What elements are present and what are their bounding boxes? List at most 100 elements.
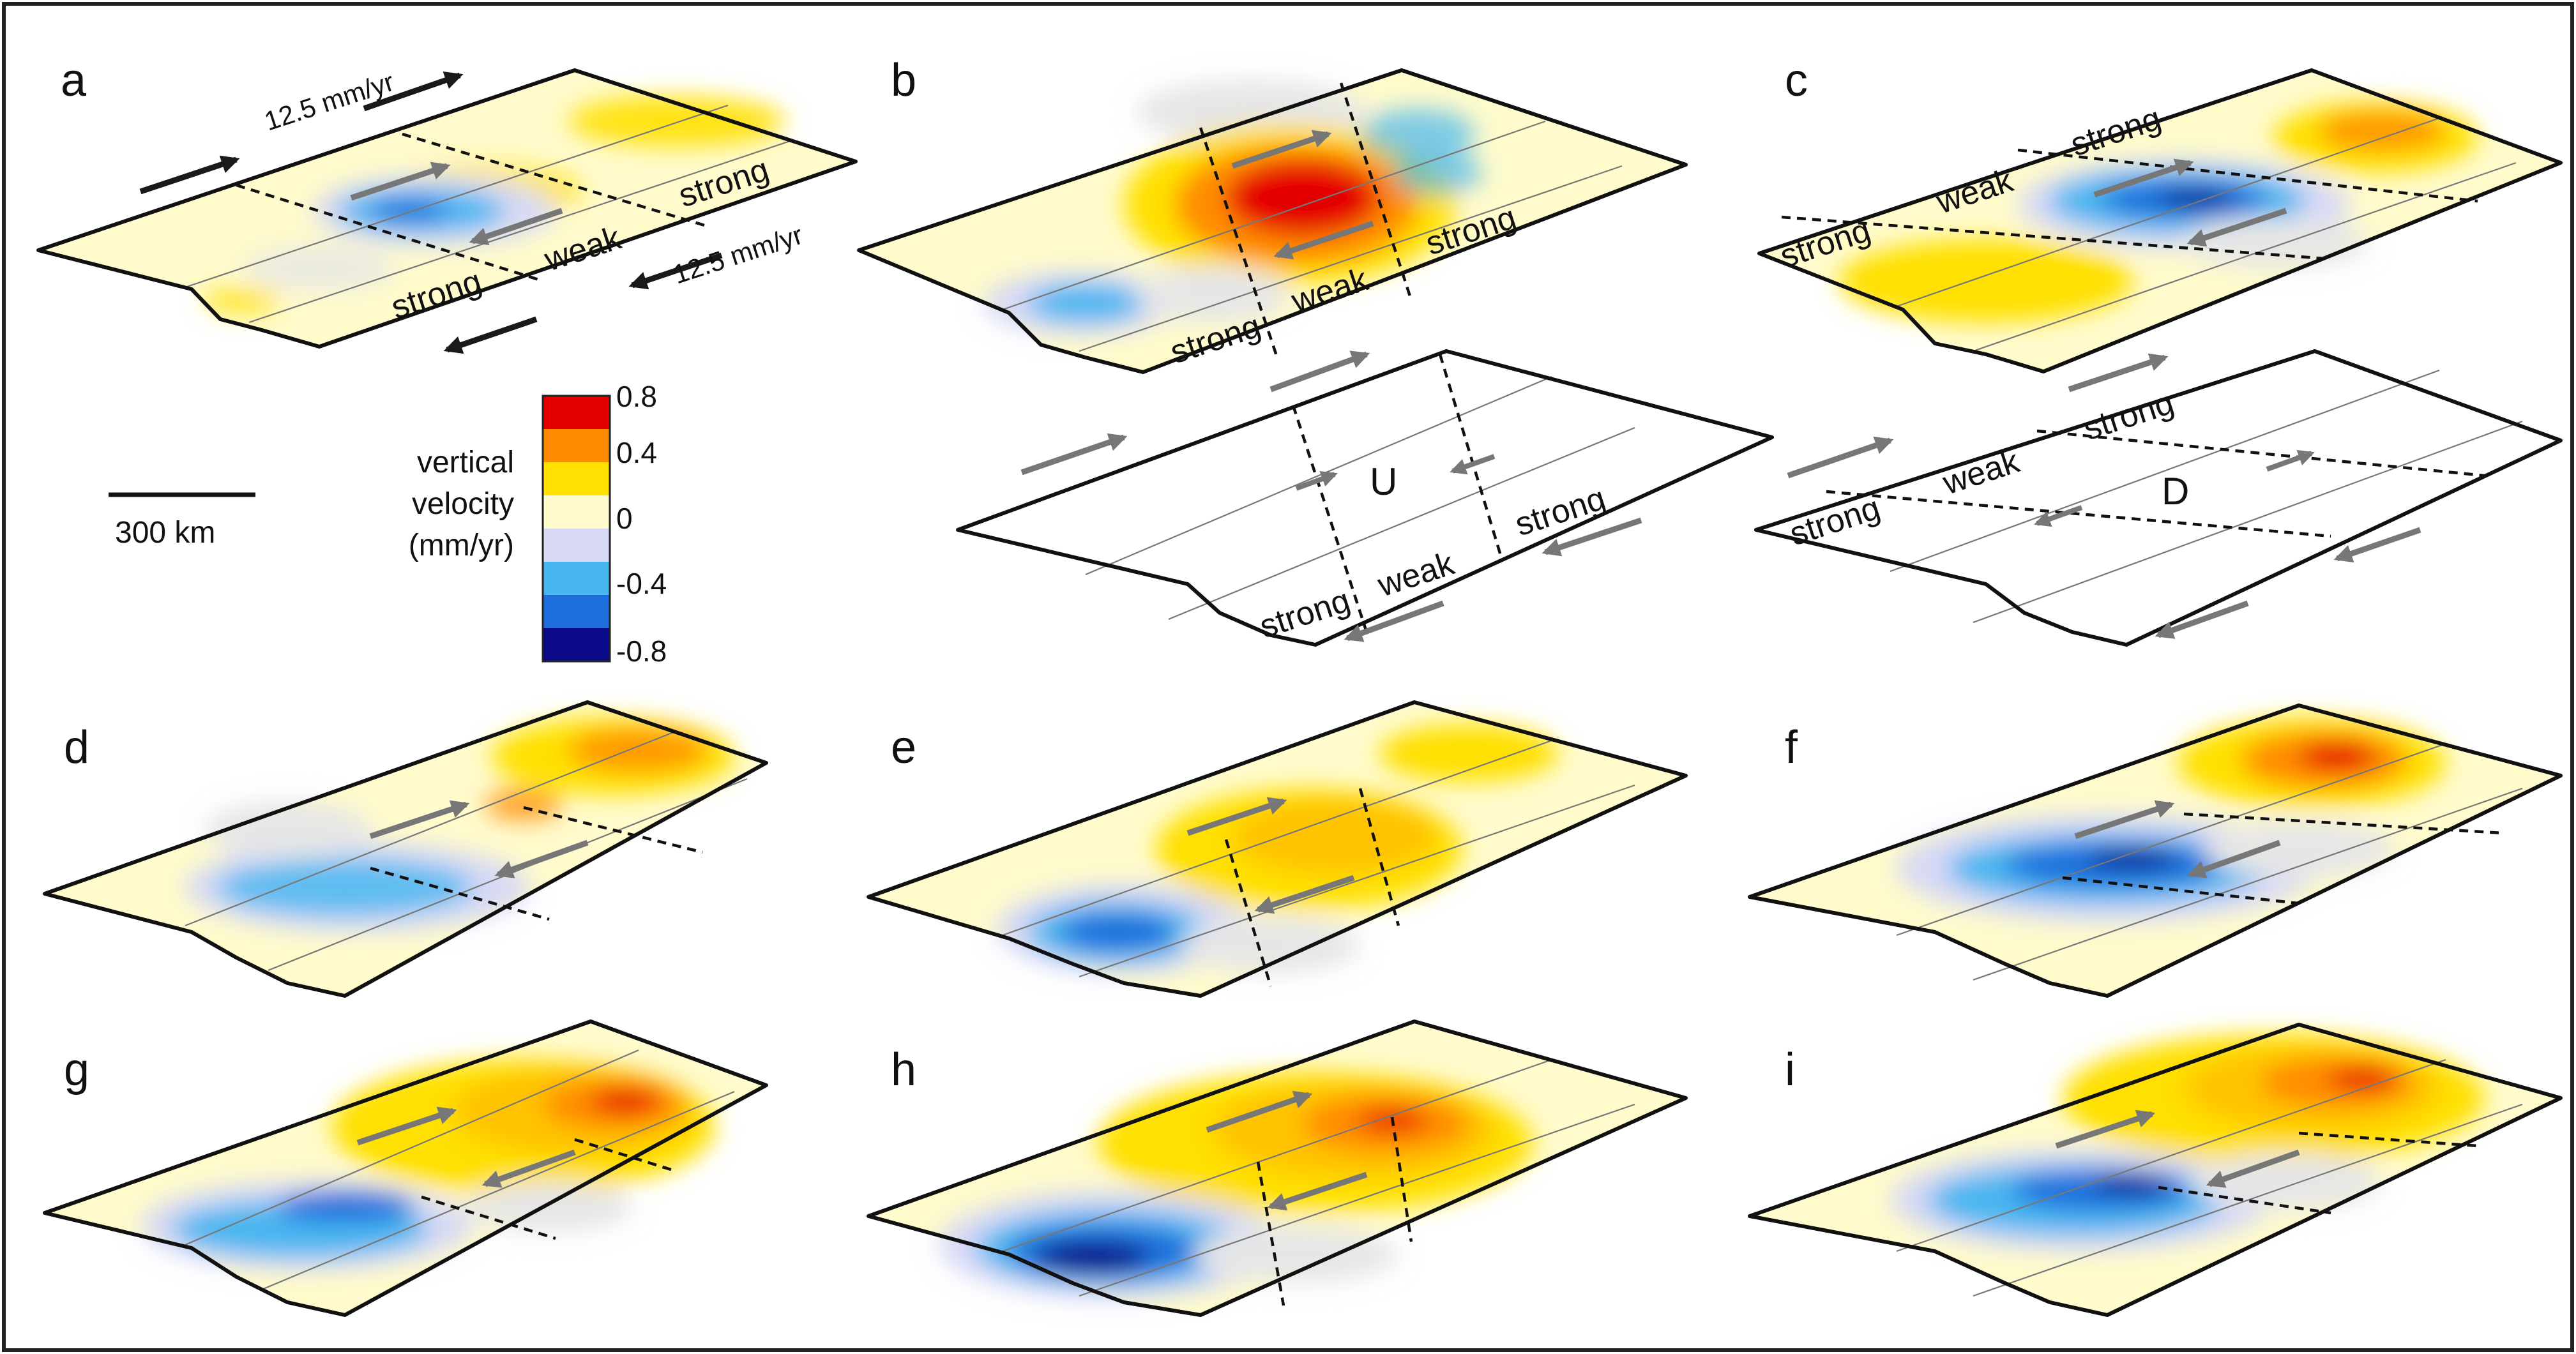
colorbar-title: vertical velocity (mm/yr) xyxy=(409,446,514,562)
panel-i-fault-line-lower xyxy=(1973,1103,2523,1297)
panel-a-outline xyxy=(36,68,858,349)
panel-a-letter: a xyxy=(61,55,87,106)
panel-b-arrow-inner-bottom xyxy=(1273,220,1374,260)
colorbar-tick-0: 0.8 xyxy=(616,380,657,413)
panel-b-schematic-arrow-outer-left xyxy=(1020,433,1128,476)
panel-g-boundary-2 xyxy=(574,1138,678,1173)
panel-b-schematic-symbol: U xyxy=(1370,460,1397,503)
panel-a-boundary-1 xyxy=(236,183,543,283)
panel-e-boundary-1 xyxy=(1224,839,1273,987)
panel-a-fault-line-upper xyxy=(185,104,729,289)
panel-f-letter: f xyxy=(1785,722,1798,773)
panel-c-schematic-arrow-outer-top xyxy=(2068,353,2169,393)
colorbar-title-line-1: vertical xyxy=(417,446,514,479)
panel-b-schematic-arrow-in-left xyxy=(1295,471,1338,491)
colorbar-tick-2: 0 xyxy=(616,502,633,535)
panel-e-fault-line-upper xyxy=(1002,739,1552,937)
panel-b: b strong weak strong xyxy=(857,55,1688,374)
panel-a-arrow-bottom-right xyxy=(628,252,723,290)
panel-a-fault-line-lower xyxy=(248,139,792,324)
colorbar-tick-4: -0.8 xyxy=(616,635,667,668)
panel-c-schematic-arrow-in-left xyxy=(2034,505,2083,527)
panel-b-schematic-outline xyxy=(956,349,1774,647)
panel-c-fault-line-lower xyxy=(1973,162,2517,352)
panel-c-boundary-2 xyxy=(2017,148,2478,203)
panel-f: f xyxy=(1748,703,2563,998)
panel-b-letter: b xyxy=(891,55,916,106)
panel-a-arrow-inner-top xyxy=(350,162,451,201)
panel-d-arrow-inner-top xyxy=(369,800,470,839)
panel-g-boundary-1 xyxy=(421,1195,556,1240)
panel-f-anomalies xyxy=(1897,718,2446,922)
panel-b-schematic-arrow-outer-top xyxy=(1269,350,1370,393)
panel-d-letter: d xyxy=(64,722,89,773)
panel-b-arrow-inner-top xyxy=(1231,130,1332,169)
panel-b-schematic-arrow-in-right xyxy=(1450,454,1496,475)
panel-i-anomalies xyxy=(1890,1034,2484,1251)
panel-d-fault-line-upper xyxy=(185,730,678,927)
panel-b-schematic-line-upper xyxy=(1085,375,1552,576)
colorbar-title-line-3: (mm/yr) xyxy=(409,529,514,562)
panel-e-outline xyxy=(867,700,1688,998)
panel-e-arrow-inner-top xyxy=(1186,797,1287,836)
panel-d-arrow-inner-bottom xyxy=(494,839,589,878)
panel-c-schematic-line-upper xyxy=(1890,369,2440,573)
panel-c-schematic: D strong weak strong xyxy=(1754,349,2563,647)
panel-c-arrow-inner-top xyxy=(2093,158,2194,198)
panel-a-arrow-inner-bottom xyxy=(469,207,563,246)
panel-a-boundary-2 xyxy=(402,132,709,229)
panel-f-fault-line-upper xyxy=(1896,742,2446,937)
panel-b-fault-line-upper xyxy=(1002,120,1546,311)
colorbar-tick-3: -0.4 xyxy=(616,567,667,600)
panel-c-schematic-arrow-outer-left xyxy=(1787,436,1894,479)
panel-e-letter: e xyxy=(891,722,916,773)
panel-c-arrow-inner-bottom xyxy=(2186,207,2287,247)
panel-b-boundary-1 xyxy=(1199,127,1279,358)
panel-f-outline xyxy=(1748,703,2563,998)
panel-e-arrow-inner-bottom xyxy=(1254,875,1355,914)
panel-g-fault-line-upper xyxy=(185,1049,639,1246)
panel-c-fault-line-upper xyxy=(1896,117,2440,308)
panel-b-outline xyxy=(857,68,1688,374)
panel-g: g xyxy=(43,1019,768,1317)
panel-h-fault-line-upper xyxy=(1002,1058,1552,1252)
panel-h-fault-line-lower xyxy=(1079,1103,1635,1297)
panel-b-schematic-boundary-2 xyxy=(1438,354,1503,556)
panel-h-arrow-inner-top xyxy=(1206,1090,1313,1133)
panel-i-boundary-1 xyxy=(2158,1185,2331,1215)
panel-c-letter: c xyxy=(1785,55,1808,106)
panel-f-arrow-inner-bottom xyxy=(2186,839,2281,878)
panel-g-fault-line-lower xyxy=(261,1090,735,1291)
panel-c-schematic-boundary-1 xyxy=(1826,490,2331,538)
panel-c-schematic-arrow-in-right xyxy=(2266,449,2315,472)
panel-d-outline xyxy=(43,700,768,998)
panel-b-schematic-arrow-outer-bottom xyxy=(1344,600,1444,642)
panel-i-letter: i xyxy=(1785,1044,1795,1095)
panel-h-arrow-inner-bottom xyxy=(1267,1171,1368,1211)
scale-bar-label: 300 km xyxy=(115,516,215,550)
panel-c-schematic-symbol: D xyxy=(2162,470,2189,513)
panel-h-outline xyxy=(867,1019,1688,1317)
panel-a-arrow-top-left xyxy=(139,155,240,195)
panel-f-fault-line-lower xyxy=(1973,787,2523,981)
panel-g-outline xyxy=(43,1019,768,1317)
panel-b-schematic-arrow-outer-right xyxy=(1542,517,1642,557)
panel-c-anomalies xyxy=(1839,102,2478,322)
panel-c-schematic-outline xyxy=(1754,349,2563,647)
panel-c-schematic-arrow-outer-bottom xyxy=(2155,600,2249,639)
panel-g-arrow-inner-bottom xyxy=(481,1149,576,1188)
scale-bar: 300 km xyxy=(109,492,255,550)
panel-b-fault-line-lower xyxy=(1079,165,1623,352)
colorbar: 0.8 0.4 0 -0.4 -0.8 xyxy=(542,380,667,668)
panel-g-arrow-inner-top xyxy=(356,1106,457,1146)
colorbar-frame xyxy=(542,395,611,663)
panel-e: e xyxy=(867,700,1688,998)
colorbar-tick-1: 0.4 xyxy=(616,436,657,469)
panel-h: h xyxy=(867,1019,1688,1317)
panel-e-fault-line-lower xyxy=(1079,784,1635,978)
panel-c-schematic-boundary-2 xyxy=(2036,429,2485,478)
panel-i-outline xyxy=(1748,1023,2563,1317)
panel-c-outline xyxy=(1757,68,2563,373)
panel-c-schematic-arrow-outer-right xyxy=(2333,527,2421,563)
